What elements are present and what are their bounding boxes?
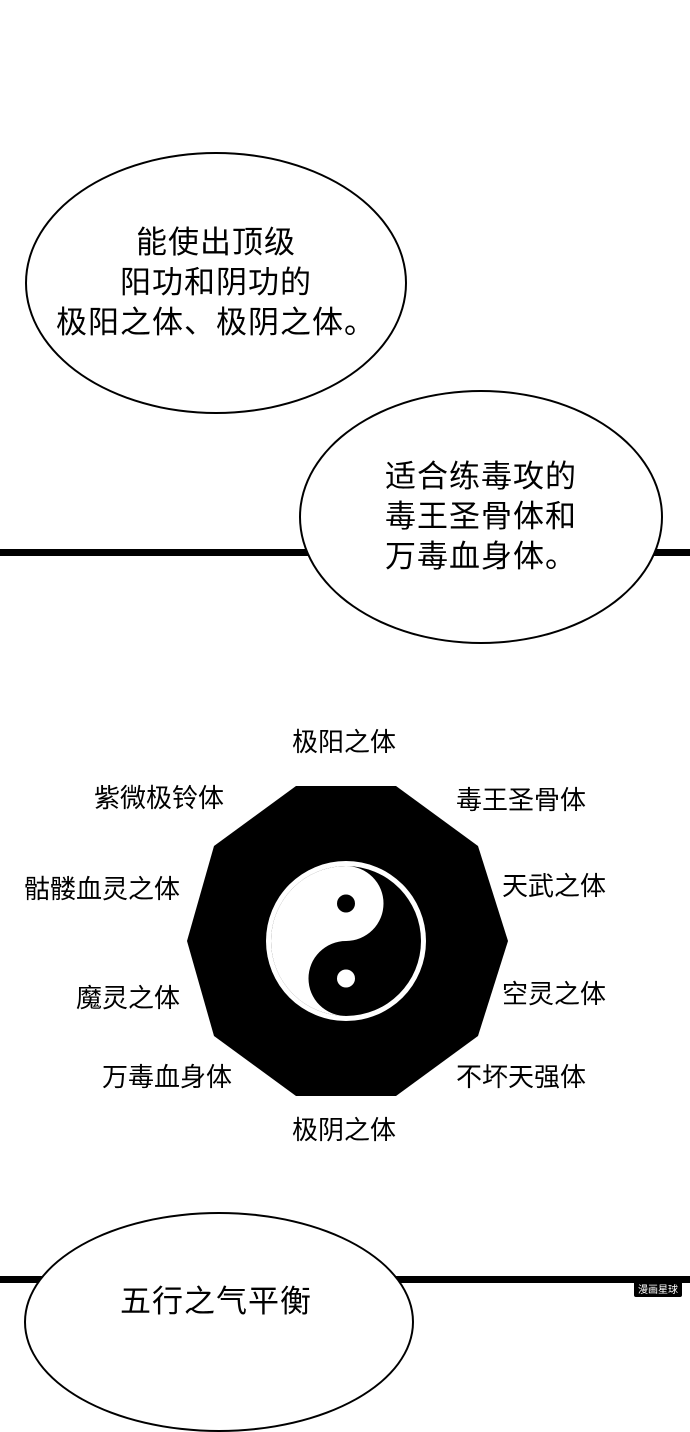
physique-diagram: 极阳之体 毒王圣骨体 天武之体 空灵之体 不坏天强体 极阴之体 万毒血身体 魔灵…	[0, 700, 690, 1170]
decagon-yinyang-graphic	[187, 786, 508, 1096]
speech-bubble-top: 能使出顶级 阳功和阴功的 极阳之体、极阴之体。	[25, 152, 407, 414]
speech-line: 极阳之体、极阴之体。	[56, 305, 376, 341]
label-left-upper: 骷髅血灵之体	[24, 875, 181, 905]
label-right-upper: 天武之体	[502, 872, 607, 902]
label-top: 极阳之体	[292, 728, 397, 758]
label-right-lower: 空灵之体	[502, 980, 607, 1010]
speech-bubble-right-text: 适合练毒攻的 毒王圣骨体和 万毒血身体。	[385, 457, 577, 577]
speech-bubble-bottom-text: 五行之气平衡	[120, 1284, 312, 1320]
speech-bubble-right: 适合练毒攻的 毒王圣骨体和 万毒血身体。	[299, 390, 663, 644]
watermark-logo: 漫画星球	[634, 1280, 682, 1297]
speech-line: 毒王圣骨体和	[385, 499, 577, 535]
speech-bubble-top-text: 能使出顶级 阳功和阴功的 极阳之体、极阴之体。	[56, 223, 376, 343]
label-top-left: 紫微极铃体	[94, 784, 225, 814]
label-bottom-right: 不坏天强体	[456, 1063, 587, 1093]
yin-yang-icon	[266, 861, 426, 1021]
label-bottom-left: 万毒血身体	[102, 1063, 233, 1093]
speech-line: 能使出顶级	[136, 225, 296, 261]
speech-line: 万毒血身体。	[385, 539, 577, 575]
speech-bubble-bottom	[24, 1212, 414, 1432]
label-top-right: 毒王圣骨体	[456, 786, 587, 816]
speech-line: 适合练毒攻的	[385, 459, 577, 495]
label-left-lower: 魔灵之体	[76, 984, 181, 1014]
label-bottom: 极阴之体	[292, 1116, 397, 1146]
speech-line: 阳功和阴功的	[120, 265, 312, 301]
